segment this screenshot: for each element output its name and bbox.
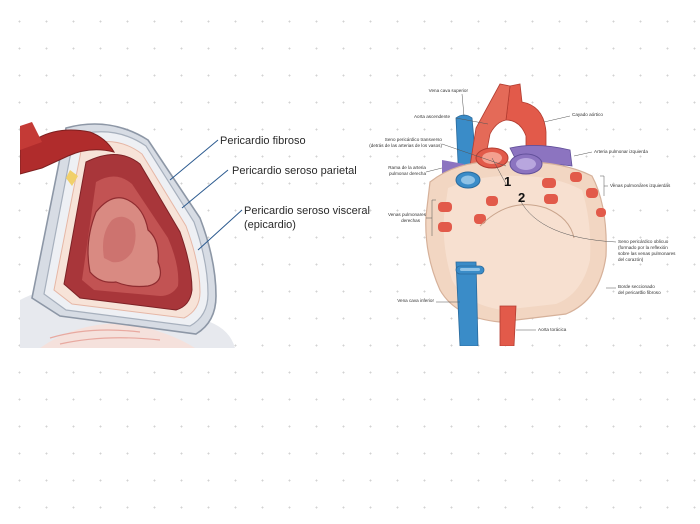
label-pericardio-seroso-visceral: Pericardio seroso visceral: [244, 205, 370, 217]
label-borde-seccionado-2: del pericardio fibroso: [618, 290, 661, 295]
label-seno-oblicuo: Seno pericárdico oblicuo: [618, 239, 669, 244]
pericardial-sinuses-illustration: [425, 83, 617, 346]
vessel-branch: [20, 122, 42, 150]
pericardial-sinuses-figure: Vena cava superior Aorta ascendente Caya…: [360, 76, 696, 346]
label-seno-oblicuo-4: del corazón): [618, 257, 644, 262]
label-borde-seccionado: Borde seccionado: [618, 284, 655, 289]
label-epicardio: (epicardio): [244, 219, 296, 231]
label-seno-transverso-nota: (detrás de las arterias de los vasos): [369, 143, 442, 148]
label-cayado-aortico: Cayado aórtico: [572, 112, 603, 117]
aorta-toracica: [499, 305, 517, 346]
label-seno-oblicuo-3: sobre las venas pulmonares: [618, 251, 676, 256]
label-arteria-pulmonar-izquierda: Arteria pulmonar izquierda: [594, 149, 648, 154]
label-venas-pulmonares-derechas: Venas pulmonares: [387, 212, 426, 217]
left-pulmonary-vein-lower: [544, 194, 558, 204]
label-rama-arteria-pulmonar: Rama de la arteria: [388, 165, 426, 170]
right-pulmonary-vein-lower: [438, 222, 452, 232]
marker-number-1: 1: [504, 174, 512, 189]
leader-line-parietal: [181, 169, 229, 209]
label-aorta-ascendente: Aorta ascendente: [413, 114, 450, 119]
label-vena-cava-superior: Vena cava superior: [428, 88, 468, 93]
label-venas-pulmonares-derechas-2: derechas: [401, 218, 420, 223]
diaphragm-tissue: [40, 323, 195, 348]
fat-deposit: [66, 170, 78, 186]
label-venas-pulmonares-izquierdas: Venas pulmonares izquierdas: [610, 183, 671, 188]
right-pulmonary-vein-upper: [438, 202, 452, 212]
label-vena-cava-inferior: Vena cava inferior: [397, 298, 434, 303]
label-pericardio-seroso-parietal: Pericardio seroso parietal: [232, 165, 357, 177]
label-rama-arteria-pulmonar-derecha: pulmonar derecha: [388, 171, 426, 176]
label-seno-oblicuo-2: (formado por la reflexión: [618, 245, 668, 250]
great-vessel: [20, 129, 116, 175]
label-pericardio-fibroso: Pericardio fibroso: [220, 135, 306, 147]
pericardium-layers-figure: Pericardio fibroso Pericardio seroso par…: [20, 112, 372, 348]
left-pulmonary-vein-upper: [542, 178, 556, 188]
vena-cava-inferior: [455, 261, 479, 346]
marker-number-2: 2: [518, 190, 526, 205]
leader-line-fibroso: [169, 139, 219, 181]
label-aorta-toracica: Aorta torácica: [538, 327, 567, 332]
pericardium-cross-section-illustration: [20, 122, 243, 348]
leader-lines: [425, 93, 617, 331]
posterior-wall: [443, 175, 591, 310]
leader-line-visceral: [197, 209, 243, 251]
label-seno-transverso: Seno pericárdico transverso: [384, 137, 442, 142]
